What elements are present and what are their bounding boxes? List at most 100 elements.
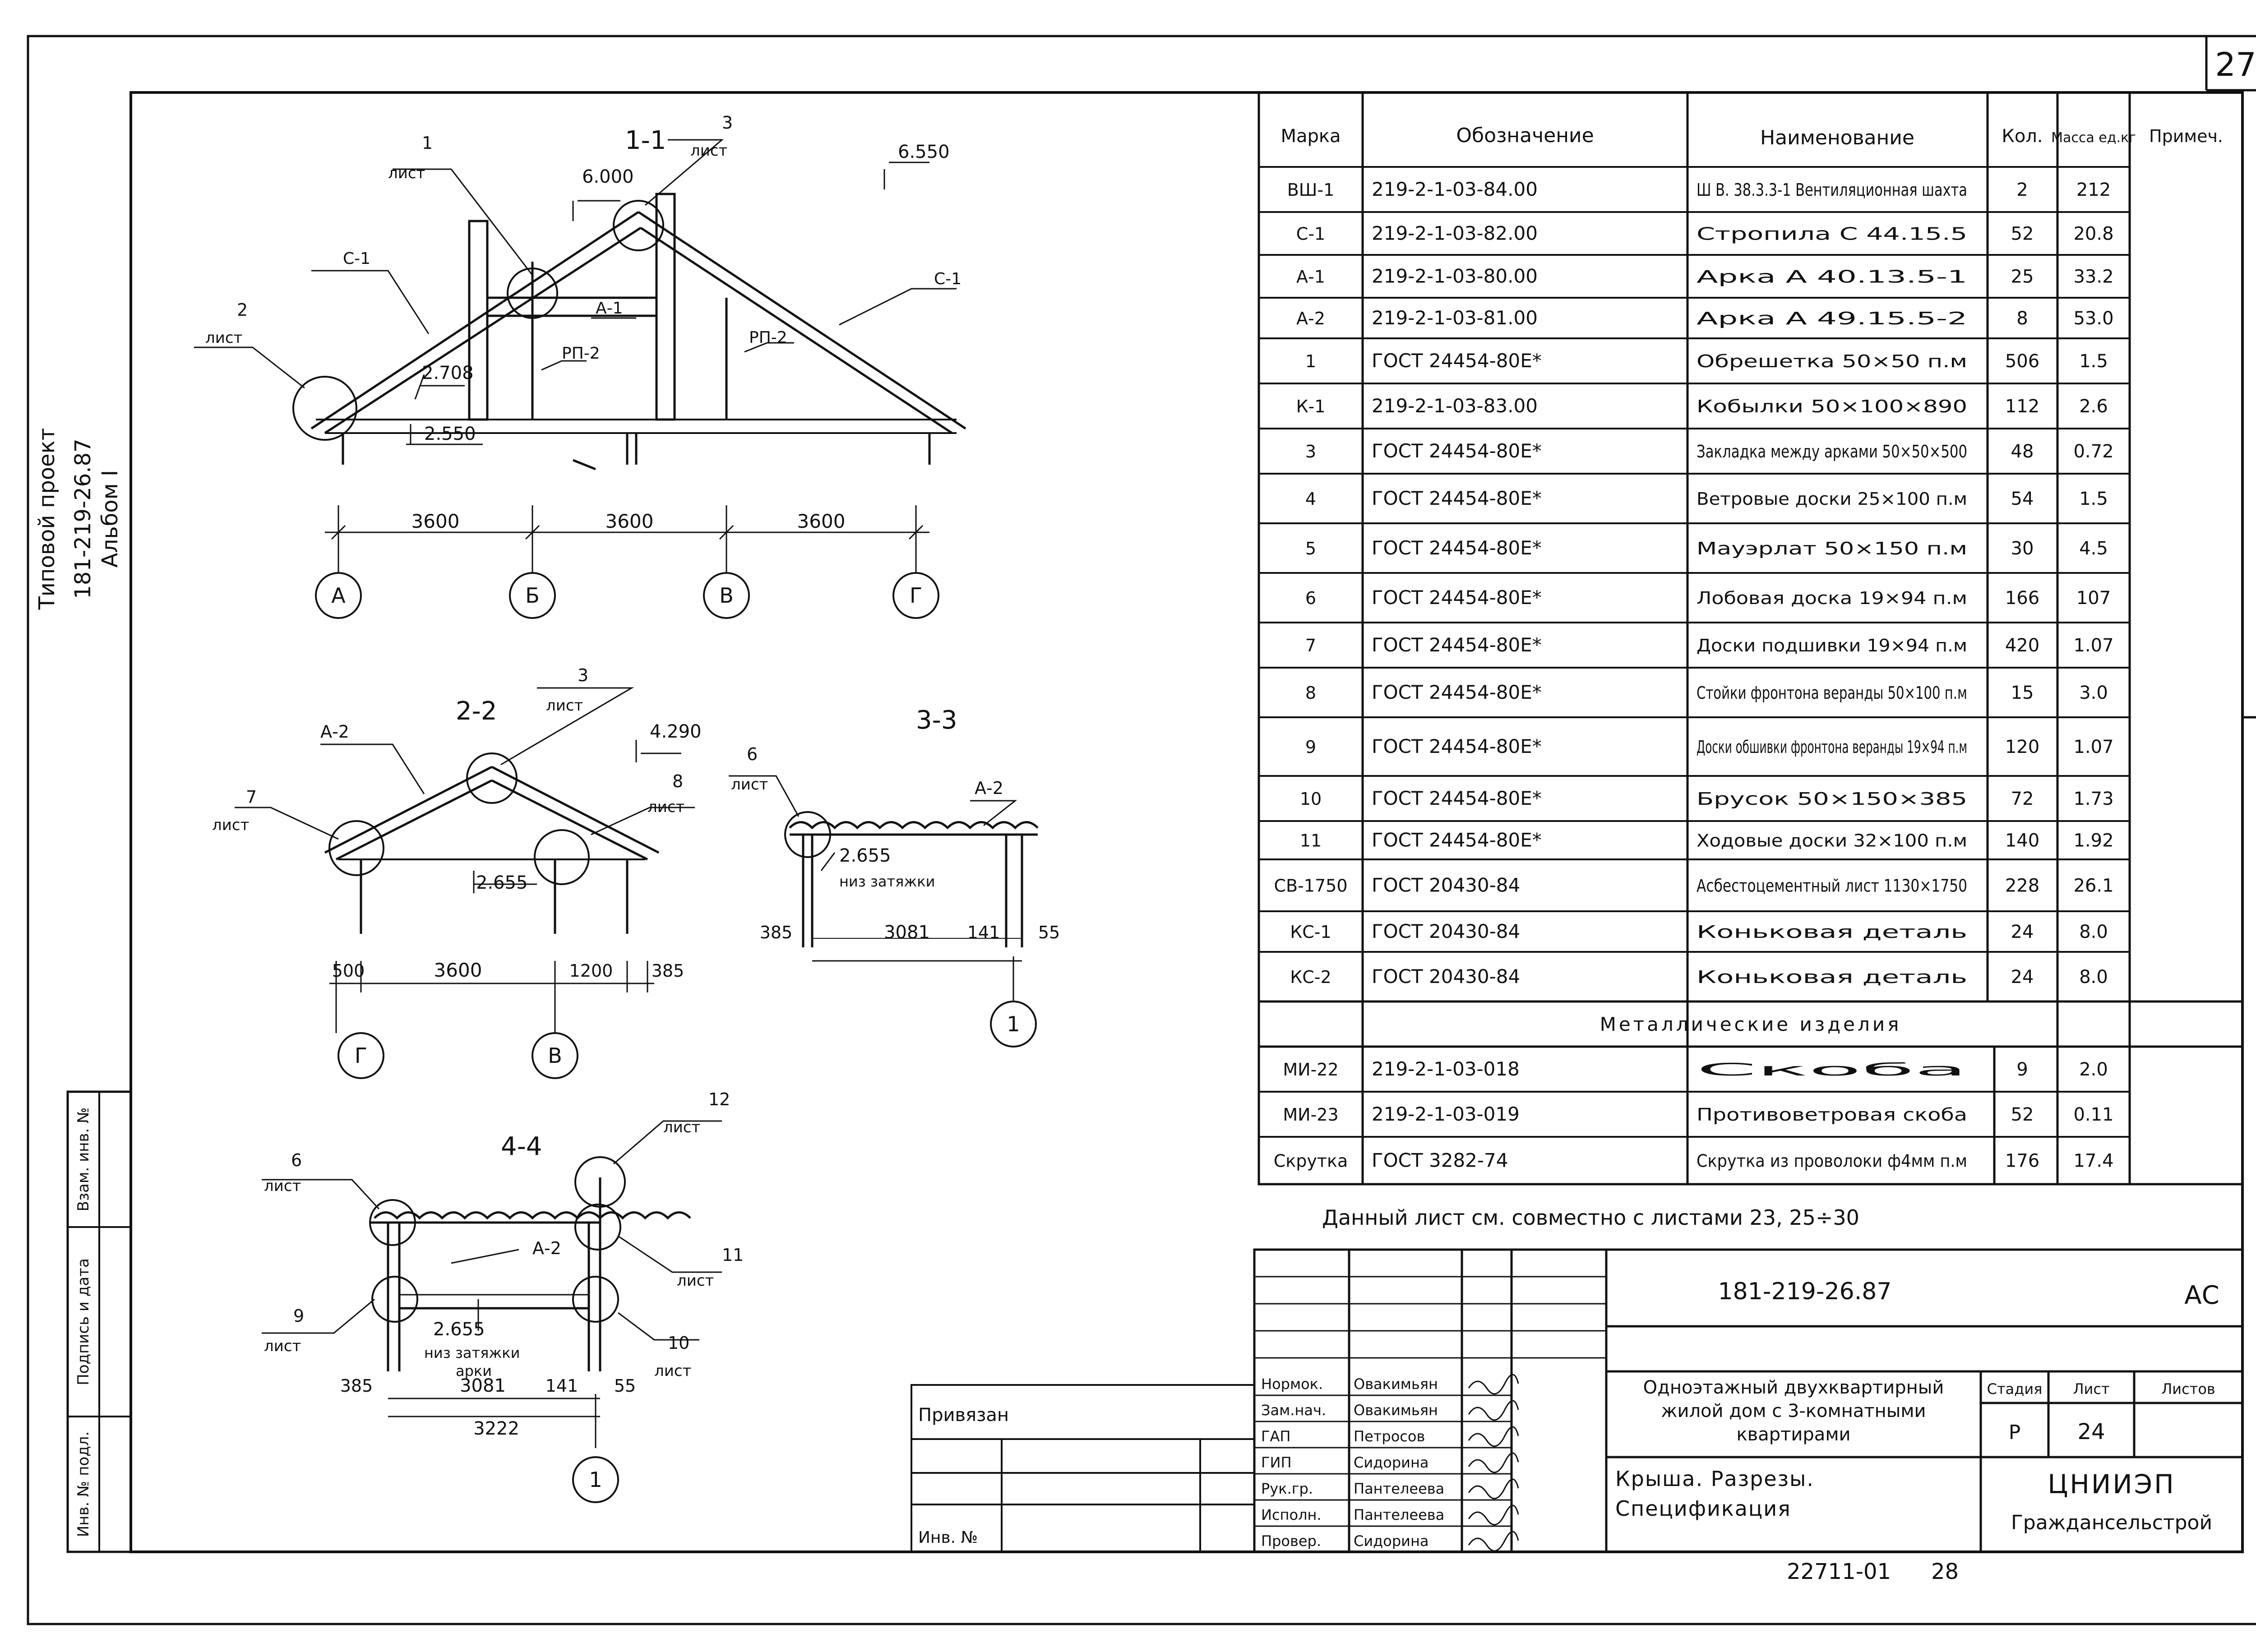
- spec-row-3-mark: А-1: [1296, 267, 1325, 287]
- spec-row-10-name: Лобовая доска 19×94 п.м: [1697, 588, 1967, 608]
- spec-row-8-qty: 54: [2011, 489, 2034, 509]
- dim-55-33: 55: [1038, 923, 1060, 942]
- spec-row-1-qty: 2: [2016, 180, 2028, 200]
- metal-row-2-designation: 219-2-1-03-019: [1372, 1103, 1520, 1125]
- section-2-2-title: 2-2: [456, 697, 497, 726]
- spec-row-7-designation: ГОСТ 24454-80Е*: [1372, 440, 1542, 462]
- spec-row-9-mark: 5: [1305, 539, 1316, 558]
- elev-bottom: 2.550: [424, 424, 476, 444]
- spec-row-11-mass: 1.07: [2073, 635, 2113, 656]
- axis-a: А: [331, 583, 346, 608]
- tb-role-1: Нормок.: [1261, 1375, 1323, 1393]
- spec-row-12-qty: 15: [2011, 683, 2034, 703]
- dim-1200: 1200: [569, 961, 613, 981]
- callout-11-text: лист: [677, 1272, 714, 1290]
- metal-row-1-mass: 2.0: [2079, 1059, 2108, 1080]
- privyazan-label: Привязан: [918, 1405, 1009, 1426]
- spec-row-13-qty: 120: [2005, 737, 2039, 757]
- section-2-2: 2-2 3 лист 7 лист: [212, 665, 702, 1079]
- spec-header-note: Примеч.: [2149, 126, 2223, 146]
- spec-row-15-name: Ходовые доски 32×100 п.м: [1697, 831, 1967, 851]
- tb-stage-label: Стадия: [1987, 1380, 2043, 1398]
- spec-row-5-qty: 506: [2005, 351, 2039, 372]
- spec-row-18-mark: КС-2: [1290, 967, 1331, 987]
- metal-row-3-name: Скрутка из проволоки ф4мм п.м: [1697, 1151, 1967, 1171]
- tb-role-2: Зам.нач.: [1261, 1402, 1326, 1419]
- spec-row-17-name: Коньковая деталь: [1697, 922, 1967, 942]
- note-arki-44: арки: [456, 1362, 492, 1380]
- metal-row-3-qty: 176: [2005, 1151, 2039, 1172]
- spec-section-title: Металлические изделия: [1600, 1013, 1902, 1035]
- callout-6-text: лист: [731, 775, 768, 794]
- axis-1-44: 1: [589, 1467, 602, 1492]
- label-a2-44: А-2: [532, 1238, 561, 1258]
- dim-3081-44: 3081: [460, 1375, 506, 1396]
- callout-1-num: 1: [422, 133, 433, 153]
- dim-55-44: 55: [614, 1376, 636, 1396]
- side-stamp-line-2: 181-219-26.87: [70, 438, 96, 599]
- spec-row-3-qty: 25: [2011, 267, 2034, 287]
- spec-row-5-mass: 1.5: [2079, 351, 2108, 372]
- section-4-4-title: 4-4: [501, 1132, 542, 1161]
- spec-row-8-designation: ГОСТ 24454-80Е*: [1372, 487, 1542, 509]
- spec-row-1-mark: ВШ-1: [1287, 180, 1335, 200]
- spec-row-13-mass: 1.07: [2073, 737, 2113, 757]
- metal-row-3-designation: ГОСТ 3282-74: [1372, 1149, 1508, 1172]
- callout-10-text: лист: [654, 1362, 691, 1380]
- metal-row-1-mark: МИ-22: [1283, 1060, 1338, 1080]
- tb-name-2: Овакимьян: [1354, 1402, 1438, 1419]
- spec-row-8-mark: 4: [1305, 489, 1316, 509]
- callout-12-num: 12: [708, 1089, 730, 1109]
- axis-b: Б: [525, 583, 540, 608]
- metal-row-2-qty: 52: [2011, 1104, 2034, 1125]
- callout-2-text: лист: [205, 329, 242, 347]
- axis-g-2: Г: [355, 1043, 367, 1068]
- metal-row-1-name: Скоба: [1697, 1060, 1967, 1080]
- spec-row-15-mark: 11: [1300, 831, 1322, 851]
- callout-10-num: 10: [668, 1333, 689, 1353]
- spec-row-4-mark: А-2: [1296, 309, 1325, 328]
- tb-signature-4: [1468, 1452, 1519, 1473]
- tb-sheet-title: Крыша. Разрезы. Спецификация: [1615, 1467, 1814, 1521]
- spec-row-11-qty: 420: [2005, 635, 2039, 656]
- tb-bottom-code: 22711-01: [1787, 1559, 1891, 1584]
- callout-6-num: 6: [747, 744, 758, 764]
- spec-row-1-name: Ш В. 38.3.3-1 Вентиляционная шахта: [1697, 180, 1967, 200]
- spec-row-12-name: Стойки фронтона веранды 50×100 п.м: [1697, 683, 1967, 703]
- spec-row-14-mark: 10: [1300, 789, 1322, 809]
- spec-row-11-mark: 7: [1305, 636, 1316, 655]
- privyazan-inv: Инв. №: [918, 1528, 978, 1547]
- spec-row-17-mark: КС-1: [1290, 922, 1331, 942]
- spec-row-16-designation: ГОСТ 20430-84: [1372, 874, 1520, 896]
- spec-row-9-qty: 30: [2011, 538, 2034, 559]
- side-stamp: Типовой проект 181-219-26.87 Альбом I: [34, 428, 123, 610]
- callout-8-num: 8: [672, 771, 683, 791]
- dim-500: 500: [332, 961, 365, 981]
- tb-code: 181-219-26.87: [1718, 1278, 1892, 1305]
- spec-row-14-designation: ГОСТ 24454-80Е*: [1372, 787, 1542, 809]
- spec-row-11-designation: ГОСТ 24454-80Е*: [1372, 634, 1542, 656]
- section-1-1-title: 1-1: [625, 126, 666, 155]
- spec-row-15-mass: 1.92: [2073, 831, 2113, 851]
- spec-row-4-qty: 8: [2016, 308, 2028, 329]
- metal-row-2-mass: 0.11: [2073, 1104, 2113, 1125]
- left-strip: Взам. инв. № Подпись и дата Инв. № подл.: [66, 1090, 132, 1553]
- section-1-1: 1-1: [194, 113, 966, 619]
- tb-signature-7: [1468, 1531, 1519, 1552]
- dim-385: 385: [652, 961, 684, 981]
- elev-ridge: 6.000: [582, 166, 634, 187]
- elev-2655: 2.655: [476, 872, 528, 893]
- spec-header-qty: Кол.: [2002, 126, 2043, 147]
- tb-name-6: Пантелеева: [1354, 1506, 1444, 1523]
- spec-row-7-mark: 3: [1305, 442, 1316, 461]
- spec-row-16-qty: 228: [2005, 876, 2039, 896]
- spec-row-17-designation: ГОСТ 20430-84: [1372, 920, 1520, 942]
- tb-role-3: ГАП: [1261, 1428, 1290, 1445]
- tb-role-6: Исполн.: [1261, 1506, 1322, 1523]
- dim-3600: 3600: [434, 959, 482, 981]
- tb-name-1: Овакимьян: [1354, 1375, 1438, 1393]
- spec-row-16-mark: СВ-1750: [1274, 876, 1347, 896]
- spec-header-designation: Обозначение: [1456, 124, 1594, 147]
- spec-row-11-name: Доски подшивки 19×94 п.м: [1697, 636, 1967, 655]
- spec-row-5-name: Обрешетка 50×50 п.м: [1697, 351, 1967, 371]
